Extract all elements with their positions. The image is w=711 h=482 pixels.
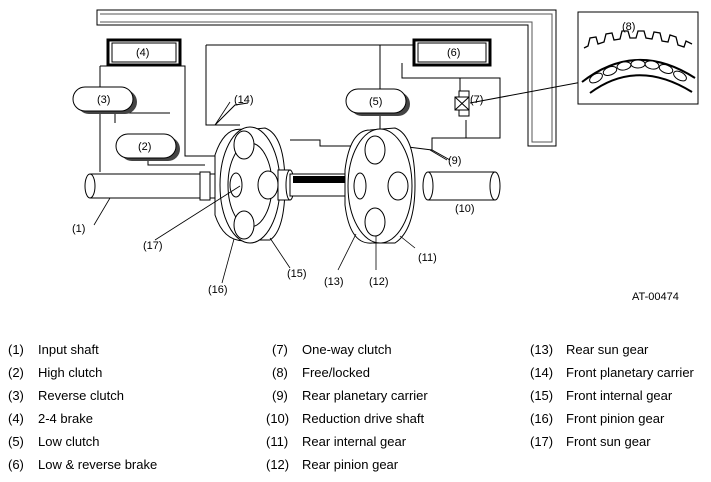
reverse-clutch	[72, 86, 137, 114]
low-clutch	[345, 88, 410, 116]
legend-num: (4)	[8, 411, 24, 426]
legend-text: 2-4 brake	[38, 411, 93, 426]
reduction-drive-shaft	[422, 171, 501, 201]
callout-8: (8)	[622, 21, 635, 33]
legend-text: Front planetary carrier	[566, 365, 694, 380]
callout-2: (2)	[138, 141, 151, 153]
legend-item: (8) Free/locked	[272, 365, 370, 381]
legend-text: Front sun gear	[566, 434, 651, 449]
callout-1: (1)	[72, 223, 85, 235]
callout-16: (16)	[208, 284, 228, 296]
legend-num: (11)	[266, 434, 289, 449]
legend-item: (10) Reduction drive shaft	[266, 411, 424, 427]
callout-13: (13)	[324, 276, 344, 288]
high-clutch	[115, 133, 180, 161]
legend-num: (5)	[8, 434, 24, 449]
legend-item: (12) Rear pinion gear	[266, 457, 398, 473]
legend-item: (3) Reverse clutch	[8, 388, 124, 404]
callout-7: (7)	[470, 94, 483, 106]
housing-frame	[96, 9, 557, 147]
legend-num: (12)	[266, 457, 290, 472]
legend-text: High clutch	[38, 365, 103, 380]
legend-num: (13)	[530, 342, 554, 357]
legend-text: Front pinion gear	[566, 411, 665, 426]
callout-9: (9)	[448, 155, 461, 167]
legend-text: Rear internal gear	[302, 434, 407, 449]
legend-text: Free/locked	[302, 365, 370, 380]
legend-text: Front internal gear	[566, 388, 673, 403]
legend-text: Low clutch	[38, 434, 100, 449]
legend-text: Reduction drive shaft	[302, 411, 425, 426]
legend-item: (1) Input shaft	[8, 342, 99, 358]
legend-item: (17) Front sun gear	[530, 434, 651, 450]
brake-2-4	[106, 38, 182, 67]
legend-num: (7)	[272, 342, 288, 357]
legend-text: One-way clutch	[302, 342, 392, 357]
legend-item: (5) Low clutch	[8, 434, 99, 450]
callout-5: (5)	[369, 96, 382, 108]
legend-text: Reverse clutch	[38, 388, 124, 403]
legend-item: (11) Rear internal gear	[266, 434, 406, 450]
legend-num: (3)	[8, 388, 24, 403]
callout-14: (14)	[234, 94, 254, 106]
legend-item: (14) Front planetary carrier	[530, 365, 694, 381]
legend-text: Input shaft	[38, 342, 99, 357]
input-shaft	[84, 173, 216, 199]
front-planetary-set	[199, 126, 295, 244]
transmission-diagram: (1) (2) (3) (4) (5) (6) (7) (8) (9) (10)…	[72, 9, 699, 303]
legend-num: (16)	[530, 411, 554, 426]
legend-text: Rear planetary carrier	[302, 388, 428, 403]
legend-num: (17)	[530, 434, 554, 449]
legend-num: (1)	[8, 342, 24, 357]
legend-text: Rear sun gear	[566, 342, 649, 357]
callout-12: (12)	[369, 276, 389, 288]
callout-3: (3)	[97, 94, 110, 106]
legend-item: (9) Rear planetary carrier	[272, 388, 428, 404]
legend-num: (8)	[272, 365, 288, 380]
legend-num: (6)	[8, 457, 24, 472]
legend-item: (2) High clutch	[8, 365, 102, 381]
legend-item: (4) 2-4 brake	[8, 411, 93, 427]
callout-6: (6)	[447, 47, 460, 59]
legend-item: (16) Front pinion gear	[530, 411, 664, 427]
legend-num: (15)	[530, 388, 554, 403]
legend: (1) Input shaft (2) High clutch (3) Reve…	[0, 336, 711, 476]
legend-text: Rear pinion gear	[302, 457, 399, 472]
one-way-clutch-detail	[577, 11, 699, 105]
legend-num: (14)	[530, 365, 554, 380]
legend-item: (13) Rear sun gear	[530, 342, 648, 358]
one-way-clutch	[454, 90, 470, 117]
callout-17: (17)	[143, 240, 163, 252]
legend-item: (7) One-way clutch	[272, 342, 392, 358]
figure-code: AT-00474	[632, 291, 679, 303]
low-reverse-brake	[412, 38, 492, 67]
rear-planetary-set	[344, 127, 416, 244]
legend-num: (2)	[8, 365, 24, 380]
callout-4: (4)	[136, 47, 149, 59]
callout-10: (10)	[455, 203, 475, 215]
legend-num: (10)	[266, 411, 290, 426]
callout-15: (15)	[287, 268, 307, 280]
callout-11: (11)	[418, 252, 437, 264]
legend-item: (15) Front internal gear	[530, 388, 672, 404]
legend-num: (9)	[272, 388, 288, 403]
legend-text: Low & reverse brake	[38, 457, 158, 472]
legend-item: (6) Low & reverse brake	[8, 457, 157, 473]
